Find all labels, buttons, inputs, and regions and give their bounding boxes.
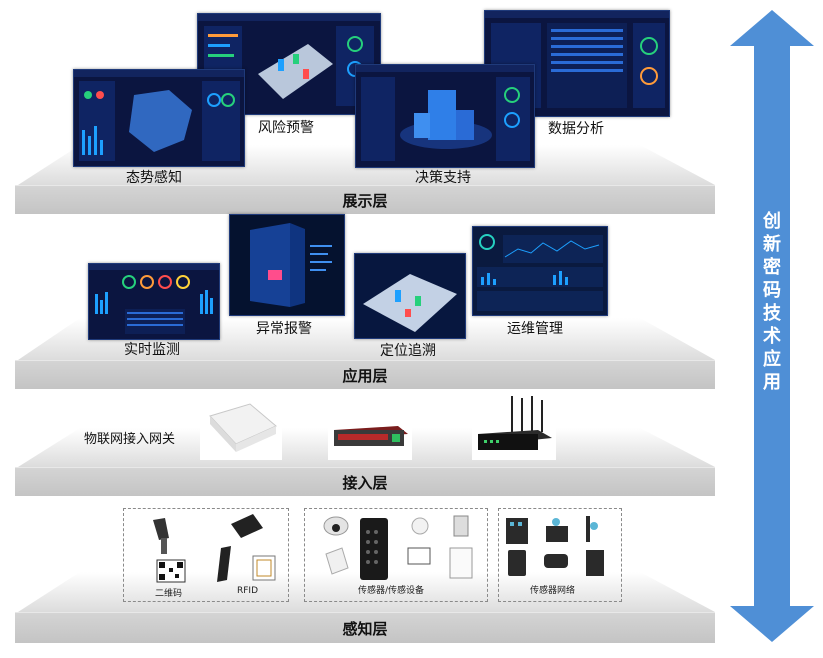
display-item-risk-warning: 风险预警 — [258, 120, 314, 136]
id-tag-devices — [153, 514, 276, 583]
perception-group-sensor-network — [498, 508, 622, 602]
perception-label-qrcode: 二维码 — [155, 589, 183, 599]
realtime-monitor-screen — [88, 263, 220, 340]
perception-label-rfid: RFID — [237, 586, 259, 596]
decision-support-screen — [355, 64, 535, 168]
perception-group-id-tags — [123, 508, 289, 602]
perception-label-sensors: 传感器/传感设备 — [358, 586, 425, 596]
ops-management-screen — [472, 226, 608, 316]
app-item-alarm: 异常报警 — [256, 321, 312, 337]
gateway-device-image — [200, 396, 282, 460]
perception-layer-band: 感知层 — [15, 612, 715, 643]
perception-layer-top — [18, 572, 715, 612]
router-device-image — [328, 412, 412, 460]
display-item-decision-support: 决策支持 — [415, 170, 471, 186]
display-layer-band: 展示层 — [15, 185, 715, 214]
access-item-iot-gateway: 物联网接入网关 — [84, 432, 176, 447]
situation-awareness-screen — [73, 69, 245, 167]
risk-warning-screen — [197, 13, 381, 115]
sensor-network-icons — [506, 516, 604, 576]
location-trace-screen — [354, 253, 466, 339]
access-layer-title: 接入层 — [342, 473, 388, 492]
sensor-devices — [323, 515, 473, 580]
double-arrow — [730, 10, 814, 642]
display-layer-title: 展示层 — [342, 191, 388, 210]
app-item-location-trace: 定位追溯 — [380, 343, 436, 359]
perception-label-sensor-network: 传感器网络 — [530, 586, 576, 596]
access-layer-band: 接入层 — [15, 467, 715, 496]
application-layer-band: 应用层 — [15, 360, 715, 389]
display-item-data-analysis: 数据分析 — [548, 121, 604, 137]
application-layer-title: 应用层 — [342, 366, 388, 385]
display-item-situation-awareness: 态势感知 — [126, 170, 182, 186]
side-arrow-label: 创新密码技术应用 — [763, 211, 781, 393]
alarm-screen — [229, 214, 345, 316]
perception-group-sensors — [304, 508, 488, 602]
wireless-router-image — [472, 392, 556, 460]
app-item-ops-management: 运维管理 — [507, 321, 563, 337]
perception-layer-title: 感知层 — [342, 619, 388, 638]
app-item-realtime-monitor: 实时监测 — [124, 342, 180, 358]
